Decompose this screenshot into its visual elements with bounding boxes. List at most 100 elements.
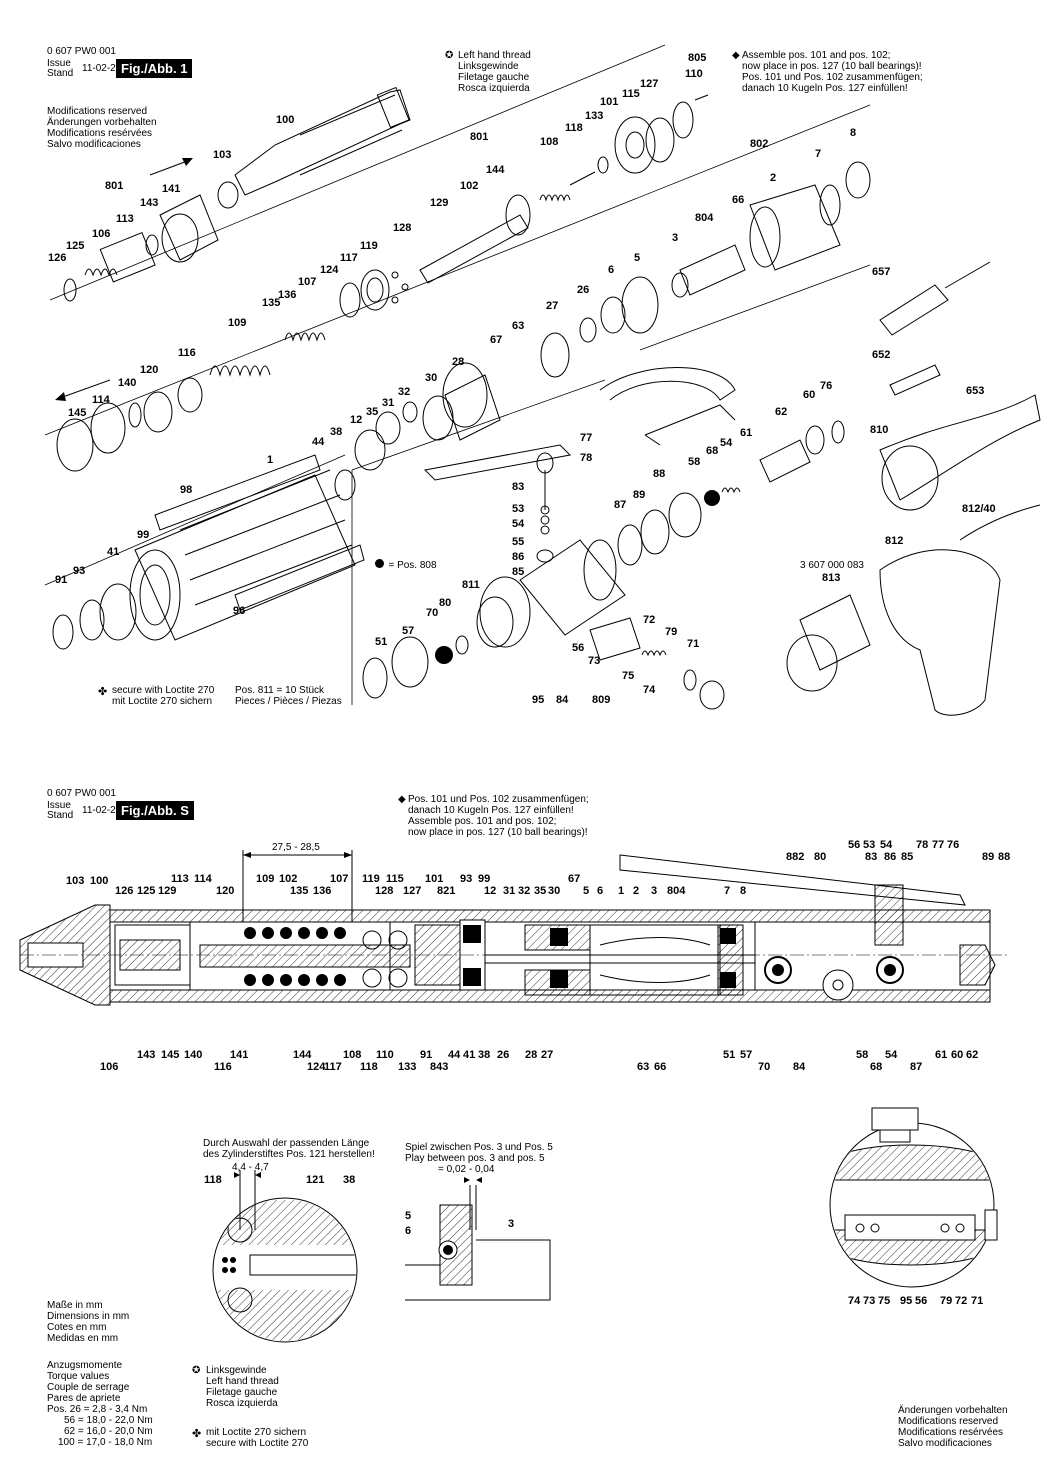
part-number-label: 129: [158, 885, 177, 897]
part-number-label: 802: [750, 138, 769, 150]
part-number-label: 84: [793, 1061, 806, 1073]
part-number-label: 83: [512, 481, 525, 493]
note-line: Linksgewinde: [206, 1365, 267, 1376]
part-number-label: 35: [534, 885, 547, 897]
part-number-label: 79: [665, 626, 678, 638]
part-number-label: 54: [512, 518, 525, 530]
mod-line: Salvo modificaciones: [47, 139, 141, 150]
note-line: mit Loctite 270 sichern: [206, 1427, 307, 1438]
part-number-label: 28: [525, 1049, 538, 1061]
part-number-label: 93: [460, 873, 473, 885]
part-number-label: 98: [180, 484, 193, 496]
part-number-label: 85: [901, 851, 914, 863]
mod-line: Modifications reserved: [47, 106, 148, 117]
note-line: Left hand thread: [206, 1376, 279, 1387]
part-number-label: 143: [140, 197, 159, 209]
part-number-label: 58: [856, 1049, 869, 1061]
part-number-label: 55: [512, 536, 525, 548]
part-number-label: 93: [73, 565, 86, 577]
detail1-note: Durch Auswahl der passenden Länge des Zy…: [203, 1138, 375, 1160]
part-number-label: 106: [100, 1061, 119, 1073]
figS-issue-label: Issue: [47, 800, 71, 811]
part-number-label: 95: [900, 1295, 913, 1307]
part-number-label: 812: [885, 535, 904, 547]
part-number-label: 135: [262, 297, 281, 309]
part-number-label: 85: [512, 566, 525, 578]
detail2-dimension: = 0,02 - 0,04: [438, 1164, 495, 1175]
part-number-label: 115: [622, 88, 640, 100]
part-number-label: 805: [688, 52, 707, 64]
part-number-label: 109: [256, 873, 275, 885]
part-number-label: 57: [402, 625, 415, 637]
part-number-label: 77: [932, 839, 945, 851]
note-line: Assemble pos. 101 and pos. 102;: [408, 816, 557, 827]
note-line: Play between pos. 3 and pos. 5: [405, 1153, 545, 1164]
torque-line: Couple de serrage: [47, 1382, 130, 1393]
fig1-pos808-note: = Pos. 808: [375, 555, 437, 573]
part-number-label: 95: [532, 694, 545, 706]
part-number-label: 113: [116, 213, 134, 225]
mod-line: Modifications resérvées: [898, 1427, 1004, 1438]
part-number-label: 84: [556, 694, 569, 706]
part-number-label: 107: [330, 873, 349, 885]
part-number-label: 140: [184, 1049, 203, 1061]
part-number-label: 6: [608, 264, 615, 276]
note-line: Dimensions in mm: [47, 1311, 130, 1322]
fig1-stand-label: Stand: [47, 68, 74, 79]
note-line: Durch Auswahl der passenden Länge: [203, 1138, 370, 1149]
detail2-note: Spiel zwischen Pos. 3 und Pos. 5 Play be…: [405, 1142, 553, 1164]
note-line: Linksgewinde: [458, 61, 519, 72]
part-number-label: 144: [486, 164, 505, 176]
part-number-label: 141: [162, 183, 181, 195]
part-number-label: 54: [885, 1049, 898, 1061]
part-number-label: 125: [137, 885, 156, 897]
part-number-label: 7: [724, 885, 731, 897]
part-number-label: 41: [463, 1049, 476, 1061]
part-number-label: 78: [580, 452, 593, 464]
part-number-label: 118: [565, 122, 583, 134]
figS-dimension: 27,5 - 28,5: [272, 842, 320, 853]
part-number-label: 38: [330, 426, 343, 438]
part-number-label: 801: [470, 131, 489, 143]
part-number-label: 657: [872, 266, 891, 278]
part-number-label: 127: [403, 885, 422, 897]
part-number-label: 102: [279, 873, 298, 885]
part-number-label: 72: [643, 614, 656, 626]
note-line: mit Loctite 270 sichern: [112, 696, 213, 707]
figS-date: 11-02-21: [82, 805, 122, 816]
part-number-label: 44: [312, 436, 325, 448]
torque-line: Anzugsmomente: [47, 1360, 123, 1371]
part-number-label: 121: [306, 1174, 325, 1186]
mod-line: Änderungen vorbehalten: [47, 117, 157, 128]
part-number-label: 6: [597, 885, 604, 897]
part-number-label: 109: [228, 317, 247, 329]
part-number-label: 804: [695, 212, 714, 224]
note-line: Pos. 811 = 10 Stück: [235, 685, 325, 696]
note-line: Pieces / Pièces / Piezas: [235, 696, 342, 707]
part-number-label: 31: [382, 397, 395, 409]
note-line: now place in pos. 127 (10 ball bearings)…: [742, 61, 922, 72]
torque-line: Torque values: [47, 1371, 110, 1382]
mod-line: Modifications resérvées: [47, 128, 153, 139]
part-number-label: 87: [614, 499, 627, 511]
part-number-label: 68: [870, 1061, 883, 1073]
part-number-label: 75: [878, 1295, 891, 1307]
torque-line: 100 = 17,0 - 18,0 Nm: [58, 1437, 153, 1448]
part-number-label: 56: [572, 642, 585, 654]
part-number-label: 652: [872, 349, 891, 361]
part-number-label: 35: [366, 406, 379, 418]
part-number-label: 101: [425, 873, 444, 885]
diamond-icon: ◆: [732, 50, 740, 61]
part-number-label: 133: [585, 110, 604, 122]
part-number-label: 62: [775, 406, 788, 418]
part-number-label: 129: [430, 197, 449, 209]
dot-icon: [375, 559, 384, 569]
part-number-label: 76: [820, 380, 833, 392]
part-number-label: 38: [343, 1174, 356, 1186]
part-number-label: 74: [643, 684, 656, 696]
part-number-label: 73: [588, 655, 601, 667]
part-number-label: 77: [580, 432, 593, 444]
part-number-label: 68: [706, 445, 719, 457]
part-number-label: 102: [460, 180, 479, 192]
part-number-label: 133: [398, 1061, 417, 1073]
